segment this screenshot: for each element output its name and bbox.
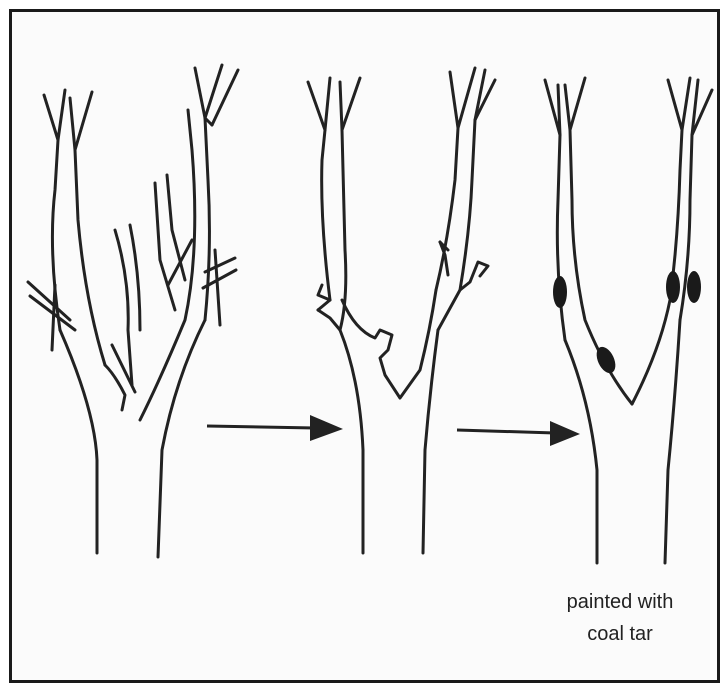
unpruned-tree <box>28 65 238 557</box>
pruned-tree-with-stubs <box>308 68 495 553</box>
arrow-right-icon <box>457 421 580 446</box>
caption: painted with coal tar <box>530 586 710 650</box>
caption-line-2: coal tar <box>530 618 710 650</box>
coal-tar-mark <box>553 276 567 308</box>
coal-tar-mark <box>666 271 680 303</box>
clean-tree-painted <box>545 78 712 563</box>
coal-tar-mark <box>687 271 701 303</box>
arrow-right-icon <box>207 415 343 441</box>
caption-line-1: painted with <box>530 586 710 618</box>
